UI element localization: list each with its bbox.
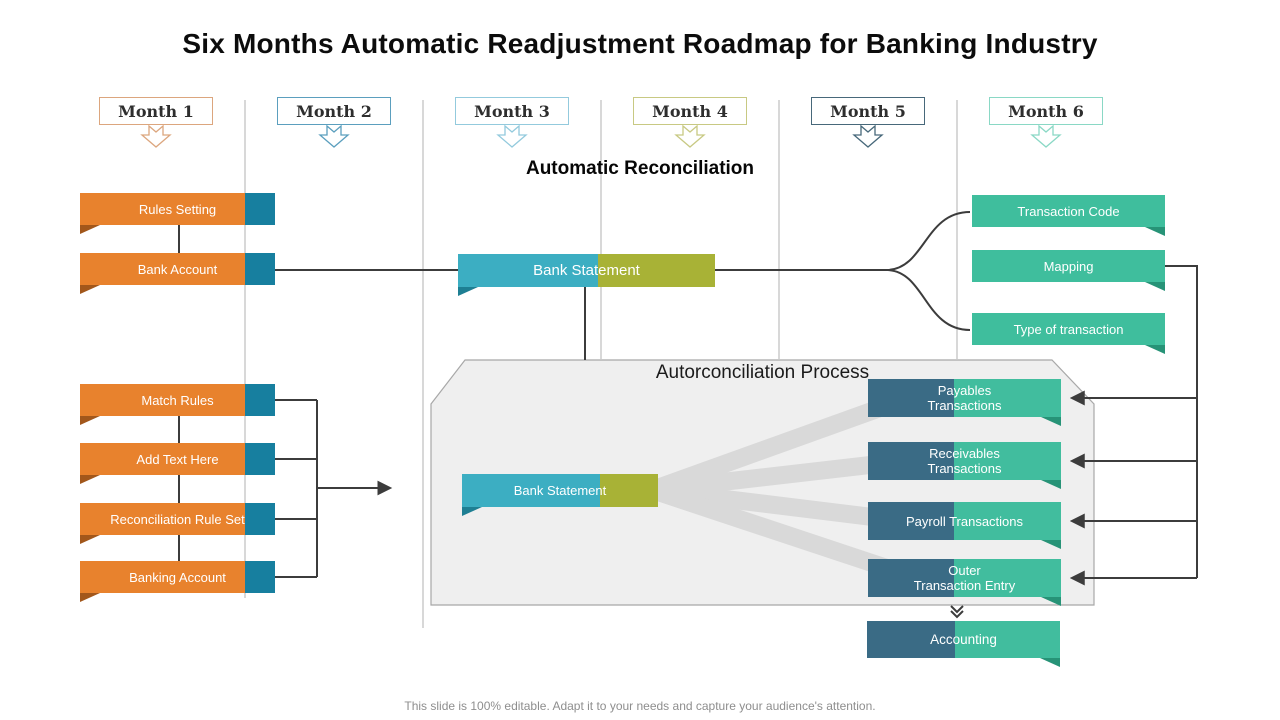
down-chevron-icon bbox=[950, 605, 964, 614]
ribbon-fold bbox=[1145, 282, 1165, 291]
ribbon-fold bbox=[80, 593, 100, 602]
ribbon-fold bbox=[458, 287, 478, 296]
ribbon-fold bbox=[1041, 417, 1061, 426]
ribbon-fold bbox=[80, 285, 100, 294]
ribbon-fold bbox=[1041, 540, 1061, 549]
payroll-transactions-box: Payroll Transactions bbox=[868, 502, 1061, 549]
match-rules-box: Match Rules bbox=[80, 384, 275, 425]
payables-transactions-box: Payables Transactions bbox=[868, 379, 1061, 426]
ribbon-fold bbox=[80, 475, 100, 484]
reconciliation-rule-set-box: Reconciliation Rule Set bbox=[80, 503, 275, 544]
process-bank-statement-box: Bank Statement bbox=[462, 474, 658, 516]
ribbon-fold bbox=[1041, 480, 1061, 489]
process-title: Autorconciliation Process bbox=[655, 362, 870, 383]
add-text-here-box: Add Text Here bbox=[80, 443, 275, 484]
type-of-transaction-box: Type of transaction bbox=[972, 313, 1165, 354]
month-chevron-icons bbox=[140, 124, 1062, 148]
transaction-code-box: Transaction Code bbox=[972, 195, 1165, 236]
month-5-header: Month 5 bbox=[811, 97, 925, 125]
ribbon-fold bbox=[80, 535, 100, 544]
page-title: Six Months Automatic Readjustment Roadma… bbox=[182, 28, 1098, 59]
ribbon-fold bbox=[80, 416, 100, 425]
connector-lines bbox=[178, 211, 1198, 619]
ribbon-fold bbox=[1040, 658, 1060, 667]
mapping-box: Mapping bbox=[972, 250, 1165, 291]
receivables-transactions-box: Receivables Transactions bbox=[868, 442, 1061, 489]
ribbon-fold bbox=[1145, 345, 1165, 354]
month-1-header: Month 1 bbox=[99, 97, 213, 125]
outer-transaction-entry-box: Outer Transaction Entry bbox=[868, 559, 1061, 606]
month-4-header: Month 4 bbox=[633, 97, 747, 125]
ribbon-fold bbox=[80, 225, 100, 234]
banking-account-box: Banking Account bbox=[80, 561, 275, 602]
ribbon-fold bbox=[462, 507, 482, 516]
month-2-header: Month 2 bbox=[277, 97, 391, 125]
accounting-box: Accounting bbox=[867, 621, 1060, 667]
section-heading: Automatic Reconciliation bbox=[525, 158, 755, 179]
month-3-header: Month 3 bbox=[455, 97, 569, 125]
bank-account-box: Bank Account bbox=[80, 253, 275, 294]
rules-setting-box: Rules Setting bbox=[80, 193, 275, 234]
ribbon-fold bbox=[1041, 597, 1061, 606]
ribbon-fold bbox=[1145, 227, 1165, 236]
bank-statement-box: Bank Statement bbox=[458, 254, 715, 296]
footer-note: This slide is 100% editable. Adapt it to… bbox=[404, 699, 876, 713]
month-6-header: Month 6 bbox=[989, 97, 1103, 125]
